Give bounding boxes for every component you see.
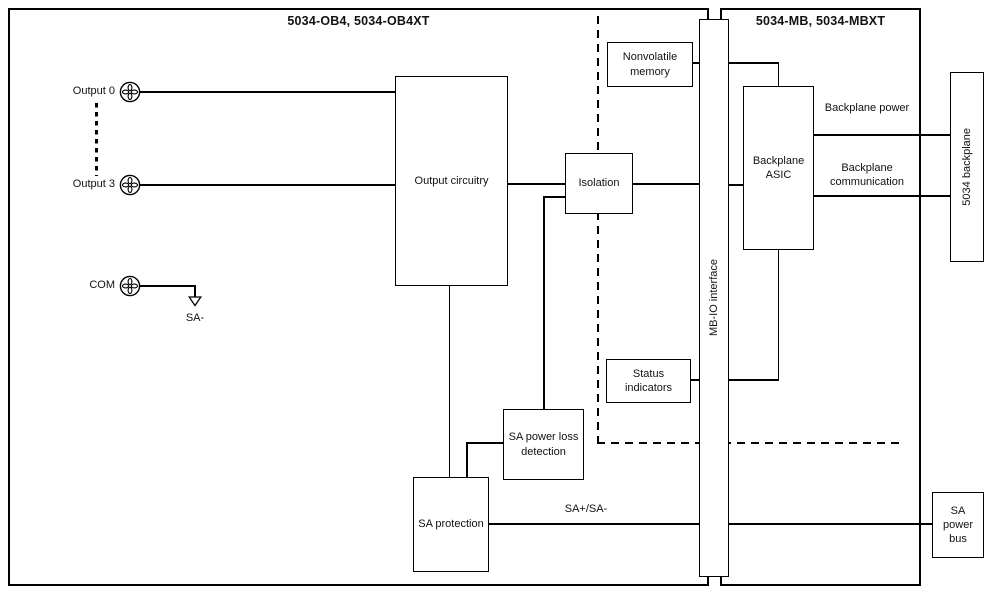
- status-indicators-block: Status indicators: [606, 359, 691, 403]
- backplane-asic-block: Backplane ASIC: [743, 86, 814, 250]
- sa-power-loss-detection-block: SA power loss detection: [503, 409, 584, 480]
- isolation-block-label: Isolation: [578, 177, 620, 190]
- saloss-saprotection-line-h: [466, 442, 504, 444]
- backplane-communication-line: [813, 195, 952, 197]
- mbio-asic-line: [727, 184, 744, 186]
- sa-power-loss-detection-block-label: SA power loss detection: [508, 431, 579, 458]
- output0-wire: [140, 91, 396, 93]
- output-range-dotted-line: [95, 103, 98, 176]
- mbio-asic-top-line-h: [727, 62, 779, 64]
- mb-io-interface-bar: MB-IO interface: [699, 19, 729, 577]
- mb-io-interface-label: MB-IO interface: [707, 259, 720, 337]
- output0-label: Output 0: [72, 85, 115, 97]
- section-left-title: 5034-OB4, 5034-OB4XT: [287, 14, 430, 28]
- sa-power-bus-block-label: SA power bus: [943, 504, 973, 546]
- output-circuitry-block-label: Output circuitry: [414, 174, 489, 187]
- status-indicators-block-label: Status indicators: [624, 367, 673, 394]
- output-circuitry-block: Output circuitry: [395, 76, 508, 286]
- outputcircuitry-isolation-line: [507, 183, 566, 185]
- output3-screw-terminal-icon: [119, 174, 141, 196]
- sa-minus-label: SA-: [185, 312, 205, 324]
- nonvolatile-mbio-line: [691, 62, 700, 64]
- 5034-backplane-block-label: 5034 backplane: [960, 128, 973, 206]
- nonvolatile-memory-block: Nonvolatile memory: [607, 42, 693, 87]
- output3-wire: [140, 184, 396, 186]
- com-ground-drop: [194, 285, 196, 297]
- backplane-power-line: [813, 134, 952, 136]
- isolation-block: Isolation: [565, 153, 633, 214]
- mbio-asic-bottom-line-h: [727, 379, 779, 381]
- ground-icon: [188, 296, 202, 307]
- sa-power-bus-block: SA power bus: [932, 492, 984, 558]
- sa-protection-block: SA protection: [413, 477, 489, 572]
- nonvolatile-memory-block-label: Nonvolatile memory: [622, 51, 678, 78]
- backplane-asic-block-label: Backplane ASIC: [752, 154, 805, 181]
- isolation-boundary-vertical-dashed-line: [597, 16, 599, 443]
- com-screw-terminal-icon: [119, 275, 141, 297]
- status-mbio-line: [690, 379, 700, 381]
- 5034-backplane-block: 5034 backplane: [950, 72, 984, 262]
- backplane-communication-label: Backplane communication: [830, 162, 904, 188]
- isolation-boundary-horizontal-dashed-line: [597, 442, 903, 444]
- outputcircuitry-saprotection-line: [448, 285, 450, 478]
- sa-protection-block-label: SA protection: [418, 518, 484, 531]
- saloss-saprotection-line-v: [466, 442, 468, 478]
- isolation-mbio-line: [632, 183, 700, 185]
- mbio-asic-bottom-line-v: [777, 250, 779, 380]
- mbio-asic-top-line-v: [777, 62, 779, 87]
- com-wire: [140, 285, 195, 287]
- isolation-saloss-line-v: [543, 196, 545, 410]
- output3-label: Output 3: [72, 178, 115, 190]
- sa-bus-label: SA+/SA-: [564, 503, 608, 515]
- com-label: COM: [89, 279, 115, 291]
- output0-screw-terminal-icon: [119, 81, 141, 103]
- isolation-saloss-line-h: [543, 196, 566, 198]
- section-right-title: 5034-MB, 5034-MBXT: [755, 14, 886, 28]
- backplane-power-label: Backplane power: [824, 102, 910, 114]
